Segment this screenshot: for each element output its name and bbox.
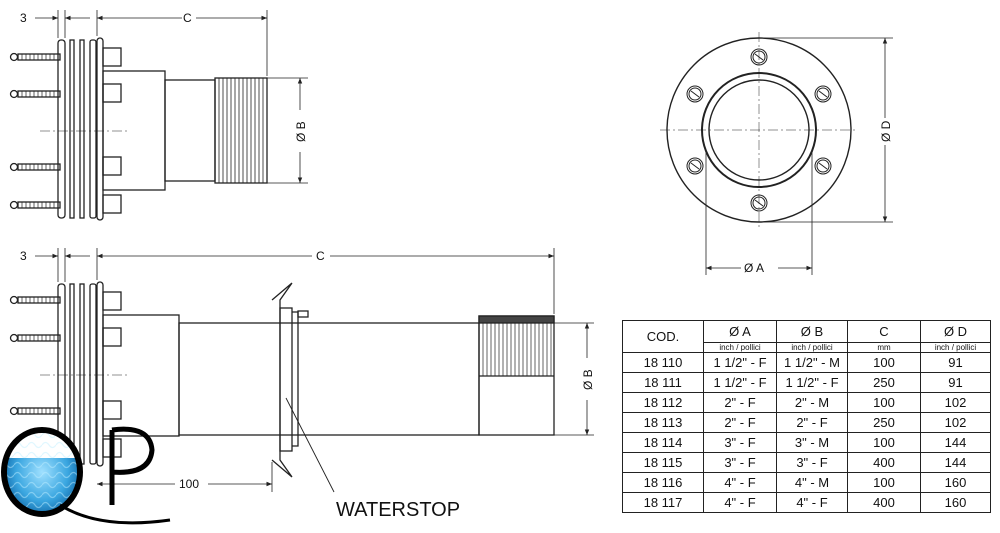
bottom-diameter-label: Ø B: [581, 369, 595, 390]
unit-c: mm: [847, 342, 921, 353]
cell-b: 4" - F: [776, 492, 848, 513]
top-dimensions: [35, 10, 308, 184]
cell-c: 250: [847, 412, 921, 433]
waterstop-label: WATERSTOP: [336, 499, 460, 521]
front-dimensions: [705, 37, 893, 275]
cell-c: 100: [847, 392, 921, 413]
top-thickness-label: 3: [20, 11, 27, 25]
cell-cod: 18 110: [622, 352, 704, 373]
cell-a: 2" - F: [703, 392, 777, 413]
unit-a: inch / pollici: [703, 342, 777, 353]
header-cod: COD.: [622, 320, 704, 353]
bottom-dimensions: [35, 248, 594, 492]
cell-a: 4" - F: [703, 472, 777, 493]
top-length-label: C: [183, 11, 192, 25]
cell-cod: 18 111: [622, 372, 704, 393]
front-view: [660, 32, 858, 228]
bottom-length-label: C: [316, 249, 325, 263]
cell-a: 3" - F: [703, 432, 777, 453]
cell-c: 100: [847, 472, 921, 493]
cell-c: 250: [847, 372, 921, 393]
cell-b: 3" - M: [776, 432, 848, 453]
cell-c: 400: [847, 452, 921, 473]
cell-d: 102: [920, 392, 991, 413]
cell-d: 160: [920, 492, 991, 513]
cell-d: 144: [920, 452, 991, 473]
cell-c: 400: [847, 492, 921, 513]
qp-logo: [1, 426, 171, 525]
bottom-thickness-label: 3: [20, 249, 27, 263]
bolt-holes: [686, 48, 832, 212]
cell-d: 91: [920, 372, 991, 393]
offset-label: 100: [179, 477, 199, 491]
cell-a: 2" - F: [703, 412, 777, 433]
header-b: Ø B: [776, 320, 848, 343]
cell-b: 1 1/2" - F: [776, 372, 848, 393]
cell-cod: 18 114: [622, 432, 704, 453]
cell-a: 1 1/2" - F: [703, 352, 777, 373]
cell-b: 3" - F: [776, 452, 848, 473]
cell-cod: 18 116: [622, 472, 704, 493]
cell-d: 91: [920, 352, 991, 373]
cell-b: 2" - M: [776, 392, 848, 413]
header-a: Ø A: [703, 320, 777, 343]
top-side-view: [9, 37, 268, 221]
cell-c: 100: [847, 352, 921, 373]
cell-b: 4" - M: [776, 472, 848, 493]
cell-a: 4" - F: [703, 492, 777, 513]
cell-a: 1 1/2" - F: [703, 372, 777, 393]
bottom-side-view: [9, 281, 555, 478]
cell-cod: 18 115: [622, 452, 704, 473]
header-d: Ø D: [920, 320, 991, 343]
cell-c: 100: [847, 432, 921, 453]
cell-d: 102: [920, 412, 991, 433]
cell-d: 160: [920, 472, 991, 493]
top-diameter-label: Ø B: [294, 121, 308, 142]
front-outer-diameter-label: Ø D: [879, 120, 893, 142]
table-header-row: COD. Ø A Ø B C Ø D: [622, 320, 991, 353]
cell-d: 144: [920, 432, 991, 453]
screw-group-top: [9, 52, 61, 210]
cell-b: 2" - F: [776, 412, 848, 433]
cell-cod: 18 113: [622, 412, 704, 433]
spec-table: COD. Ø A Ø B C Ø D inch / pollici inch /…: [622, 320, 991, 513]
waterstop-leader: [285, 397, 335, 493]
header-c: C: [847, 320, 921, 343]
cell-a: 3" - F: [703, 452, 777, 473]
cell-cod: 18 112: [622, 392, 704, 413]
cell-b: 1 1/2" - M: [776, 352, 848, 373]
unit-d: inch / pollici: [920, 342, 991, 353]
front-inner-diameter-label: Ø A: [744, 261, 764, 275]
unit-b: inch / pollici: [776, 342, 848, 353]
cell-cod: 18 117: [622, 492, 704, 513]
